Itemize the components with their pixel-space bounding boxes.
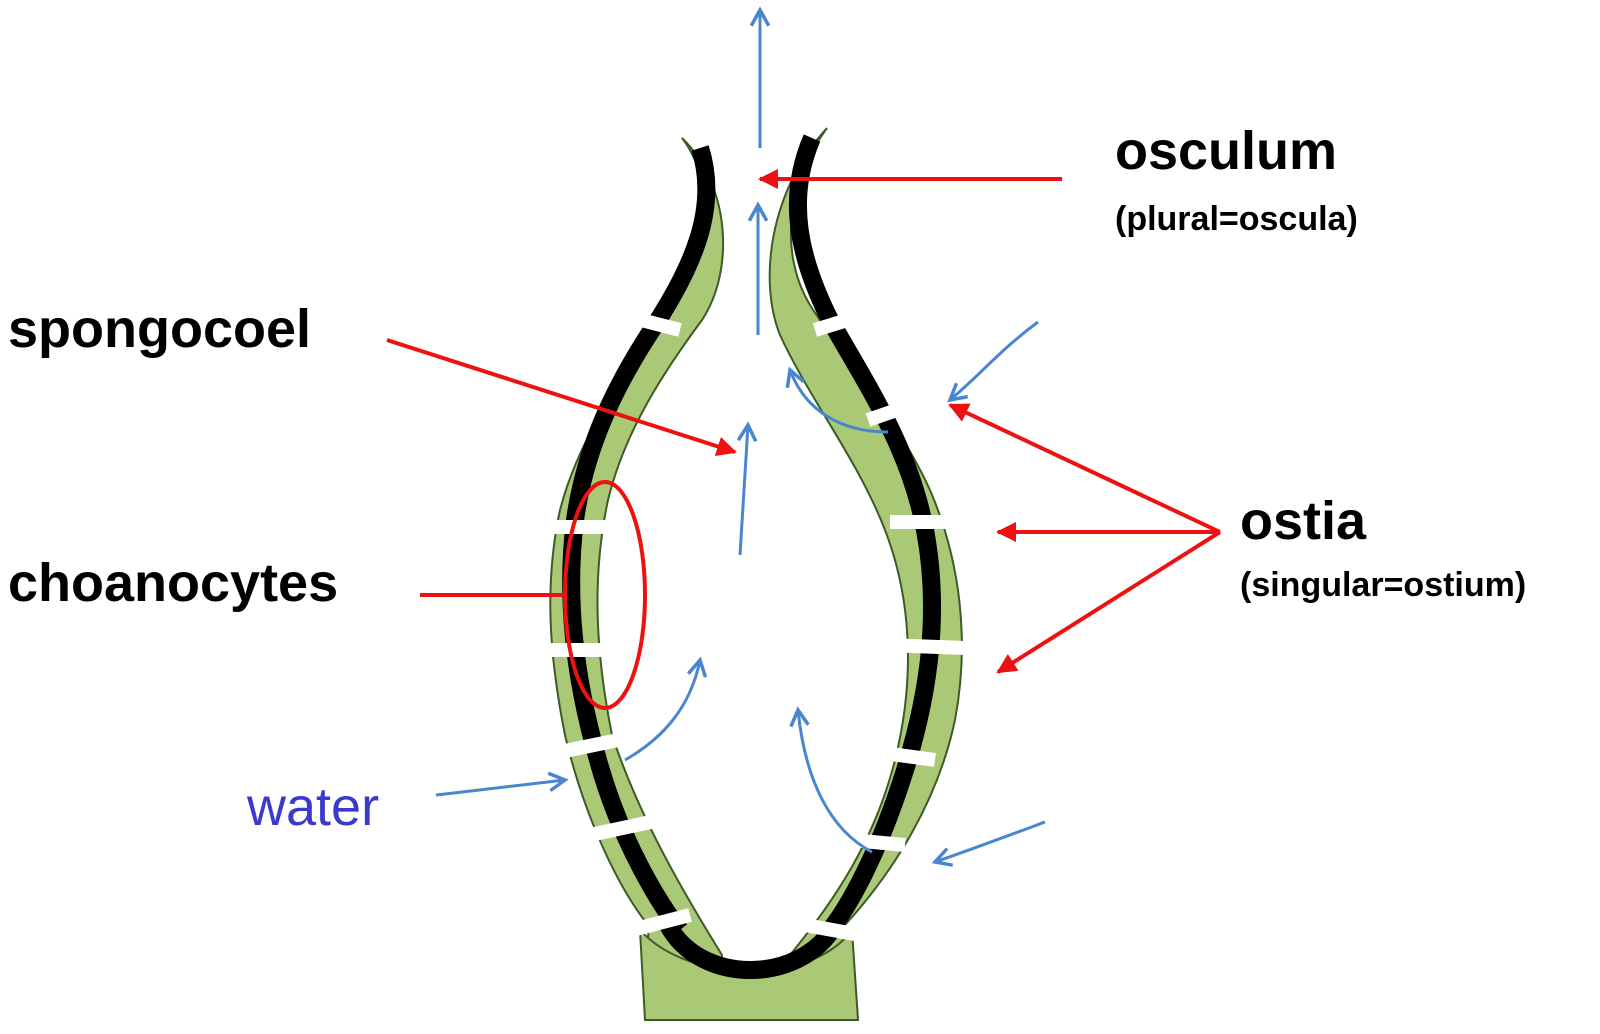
osculum-label: osculum (1115, 124, 1337, 178)
ostia-label: ostia (1240, 494, 1366, 548)
ostium-gap (885, 645, 965, 648)
ostia-pointer-lower (998, 532, 1220, 672)
flow-arrow-curve-lower-left (625, 660, 700, 760)
flow-arrow-in-lower-right (935, 822, 1045, 862)
ostia-singular-note: (singular=ostium) (1240, 568, 1526, 602)
spongocoel-pointer (387, 340, 735, 452)
choanocytes-label: choanocytes (8, 556, 338, 610)
water-label: water (247, 780, 379, 834)
ostium-gap (862, 750, 935, 760)
osculum-plural-note: (plural=oscula) (1115, 202, 1358, 236)
water-flow-arrows (436, 10, 1045, 862)
flow-arrow-up-center (740, 425, 748, 555)
flow-arrow-in-water (436, 780, 565, 795)
spongocoel-label: spongocoel (8, 302, 311, 356)
flow-arrow-in-upper-right (950, 322, 1038, 400)
ostia-pointer-upper (950, 405, 1220, 532)
ostium-gap (830, 838, 905, 845)
flow-arrow-curve-lower-right (798, 710, 872, 852)
ostium-gap (805, 925, 860, 935)
